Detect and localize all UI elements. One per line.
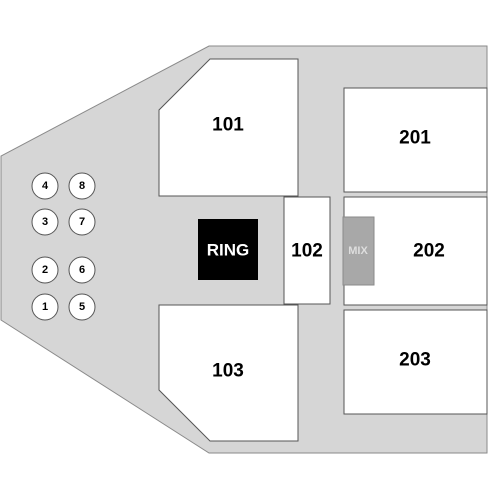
section-201[interactable]: 201 [343,87,488,193]
table-2[interactable]: 2 [31,256,59,284]
table-8[interactable]: 8 [68,172,96,200]
table-6[interactable]: 6 [68,256,96,284]
section-203[interactable]: 203 [343,309,488,415]
mix-position: MIX [342,216,375,286]
ring-label: RING [207,241,250,260]
table-1[interactable]: 1 [31,293,59,321]
mix-label: MIX [348,245,368,257]
table-3[interactable]: 3 [31,208,59,236]
section-102[interactable]: 102 [283,196,331,305]
ring: RING [198,219,258,280]
table-7[interactable]: 7 [68,208,96,236]
table-4[interactable]: 4 [31,172,59,200]
table-5[interactable]: 5 [68,293,96,321]
